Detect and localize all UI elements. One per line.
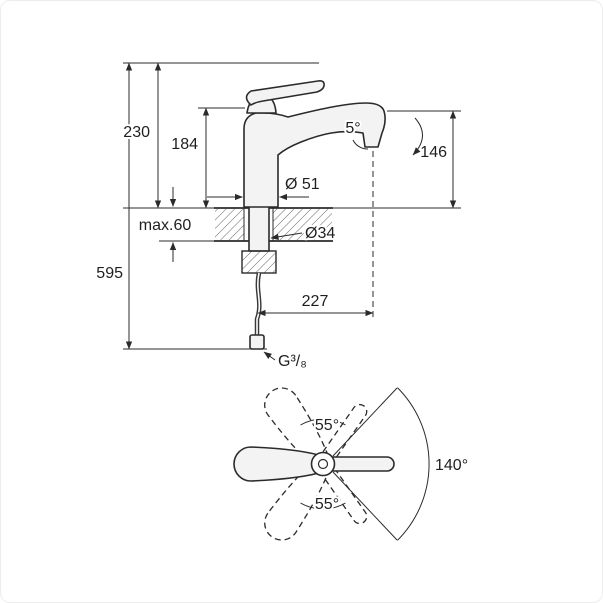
- outlet-height-label: 146: [420, 144, 447, 161]
- swivel-range-line-lower: [332, 471, 398, 541]
- supply-hose-highlight: [256, 272, 261, 337]
- spout-angle-arc: [352, 139, 369, 150]
- shank-diameter-label: Ø34: [305, 225, 335, 242]
- side-view-drawing: 595 230 184 max.60 Ø 51 Ø34 5° 146 227 G…: [94, 62, 461, 372]
- swivel-range-arc: [397, 387, 430, 541]
- height-total-label: 230: [123, 124, 150, 141]
- swivel-range-line-upper: [332, 387, 398, 457]
- mounting-nut: [241, 250, 277, 274]
- hose-fitting: [249, 334, 265, 350]
- deck-thickness-label: max.60: [139, 217, 192, 234]
- deck-hatch-right: [273, 209, 332, 240]
- thread-size-label: G³/₈: [278, 353, 307, 370]
- swivel-lower-arc: [300, 502, 346, 510]
- height-body-label: 184: [171, 136, 198, 153]
- flow-direction-arrow: [412, 117, 423, 156]
- leader-shank-diameter: [270, 232, 303, 240]
- swivel-total-label: 140°: [435, 457, 468, 474]
- deck-cross-section: [123, 207, 461, 242]
- mounting-shank: [248, 205, 270, 252]
- deck-hatch-left: [215, 209, 244, 240]
- faucet-lever: [245, 80, 325, 106]
- top-view-drawing: 140° 55° 55°: [233, 387, 470, 541]
- swivel-lower-label: 55°: [315, 496, 339, 513]
- overall-length-label: 595: [96, 265, 123, 282]
- spout-reach-label: 227: [302, 293, 329, 310]
- swivel-joint-center: [317, 458, 329, 470]
- base-diameter-label: Ø 51: [285, 176, 320, 193]
- swivel-upper-arc: [300, 418, 346, 426]
- swivel-joint-circle: [310, 451, 336, 477]
- spout-angle-label: 5°: [345, 120, 360, 137]
- swivel-upper-label: 55°: [315, 417, 339, 434]
- leader-thread-size: [263, 351, 276, 361]
